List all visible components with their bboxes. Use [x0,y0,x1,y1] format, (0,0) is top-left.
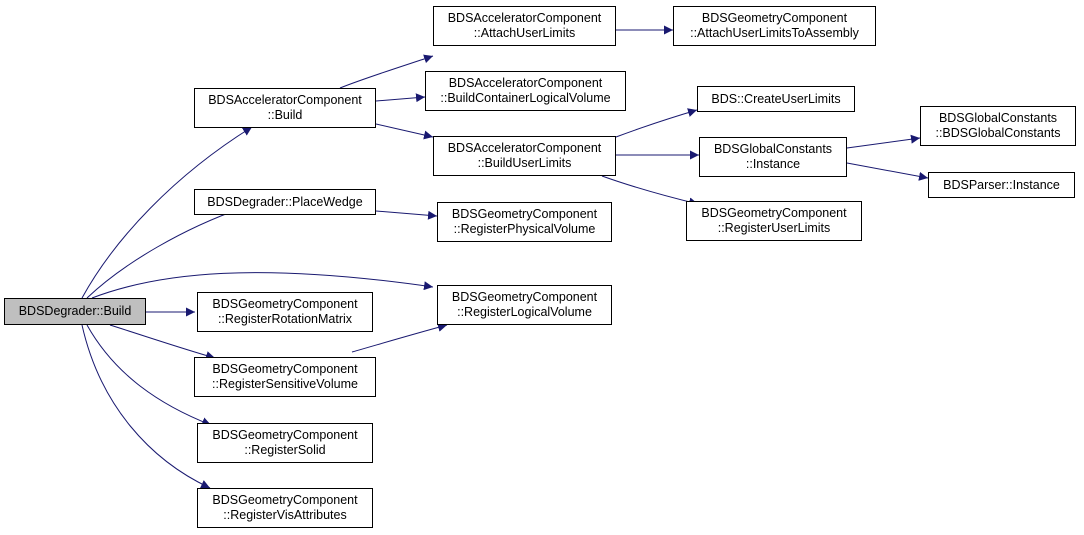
node-attach-to-assembly[interactable]: BDSGeometryComponent ::AttachUserLimitsT… [673,6,876,46]
node-register-solid[interactable]: BDSGeometryComponent ::RegisterSolid [197,423,373,463]
node-global-instance[interactable]: BDSGlobalConstants ::Instance [699,137,847,177]
node-acc-build-line-1: BDSAcceleratorComponent [208,93,362,107]
node-place-wedge[interactable]: BDSDegrader::PlaceWedge [194,189,376,215]
node-register-logical-line-1: BDSGeometryComponent [451,290,598,304]
edge-acc-build-to-container [375,93,426,103]
node-acc-build[interactable]: BDSAcceleratorComponent ::Build [194,88,376,128]
edge-root-to-place-wedge [86,206,243,299]
node-register-vis-line-2: ::RegisterVisAttributes [223,508,347,522]
node-build-container-line-2: ::BuildContainerLogicalVolume [440,91,611,105]
edge-bul-to-create-user-limits [615,108,698,138]
edge-root-to-register-solid [86,324,212,426]
edge-root-to-register-logical [91,272,434,299]
node-register-sensitive[interactable]: BDSGeometryComponent ::RegisterSensitive… [194,357,376,397]
node-register-physical-line-2: ::RegisterPhysicalVolume [453,222,596,236]
edge-acc-build-to-attach [339,54,434,89]
edge-global-instance-to-parser [846,162,929,181]
edge-root-to-acc-build [81,126,253,299]
edge-sensitive-to-register-logical [351,323,448,353]
node-register-sensitive-line-2: ::RegisterSensitiveVolume [212,377,358,391]
node-create-user-limits-line-1: BDS::CreateUserLimits [711,91,841,106]
edge-root-to-register-vis [81,324,211,489]
node-global-ctor-line-2: ::BDSGlobalConstants [935,126,1061,140]
node-register-user-limits-line-2: ::RegisterUserLimits [717,221,831,235]
node-register-logical-line-2: ::RegisterLogicalVolume [457,305,592,319]
edge-root-to-register-sensitive [109,324,216,360]
node-register-rotation-line-2: ::RegisterRotationMatrix [217,312,353,326]
node-place-wedge-line-1: BDSDegrader::PlaceWedge [207,194,363,209]
node-register-rotation[interactable]: BDSGeometryComponent ::RegisterRotationM… [197,292,373,332]
node-build-container-line-1: BDSAcceleratorComponent [448,76,603,90]
edge-bul-to-register-user-limits [601,175,699,207]
node-register-solid-line-1: BDSGeometryComponent [212,428,358,442]
node-register-logical[interactable]: BDSGeometryComponent ::RegisterLogicalVo… [437,285,612,325]
node-register-vis-line-1: BDSGeometryComponent [212,493,358,507]
node-register-user-limits[interactable]: BDSGeometryComponent ::RegisterUserLimit… [686,201,862,241]
node-register-user-limits-line-1: BDSGeometryComponent [701,206,847,220]
node-parser-instance[interactable]: BDSParser::Instance [928,172,1075,198]
node-global-ctor[interactable]: BDSGlobalConstants ::BDSGlobalConstants [920,106,1076,146]
node-attach-to-assembly-line-1: BDSGeometryComponent [701,11,848,25]
node-build-container[interactable]: BDSAcceleratorComponent ::BuildContainer… [425,71,626,111]
node-global-instance-line-2: ::Instance [745,157,801,171]
node-build-user-limits-line-2: ::BuildUserLimits [477,156,572,170]
edge-global-instance-to-ctor [846,134,921,149]
node-global-ctor-line-1: BDSGlobalConstants [938,111,1058,125]
node-acc-build-line-2: ::Build [267,108,303,122]
node-register-vis[interactable]: BDSGeometryComponent ::RegisterVisAttrib… [197,488,373,528]
node-global-instance-line-1: BDSGlobalConstants [713,142,833,156]
node-create-user-limits[interactable]: BDS::CreateUserLimits [697,86,855,112]
node-attach-user-limits[interactable]: BDSAcceleratorComponent ::AttachUserLimi… [433,6,616,46]
node-parser-instance-line-1: BDSParser::Instance [943,177,1060,192]
node-attach-user-limits-line-1: BDSAcceleratorComponent [447,11,602,25]
node-bdsdegrader-build[interactable]: BDSDegrader::Build [4,298,146,325]
edge-acc-build-to-build-user-limits [375,123,434,140]
node-register-physical[interactable]: BDSGeometryComponent ::RegisterPhysicalV… [437,202,612,242]
node-register-solid-line-2: ::RegisterSolid [244,443,326,457]
node-register-sensitive-line-1: BDSGeometryComponent [212,362,358,376]
node-register-physical-line-1: BDSGeometryComponent [451,207,598,221]
edge-place-wedge-to-register-physical [375,210,438,220]
node-attach-user-limits-line-2: ::AttachUserLimits [473,26,576,40]
node-bdsdegrader-build-line-1: BDSDegrader::Build [18,304,132,318]
node-register-rotation-line-1: BDSGeometryComponent [212,297,358,311]
node-build-user-limits[interactable]: BDSAcceleratorComponent ::BuildUserLimit… [433,136,616,176]
node-attach-to-assembly-line-2: ::AttachUserLimitsToAssembly [690,26,859,40]
node-build-user-limits-line-1: BDSAcceleratorComponent [447,141,602,155]
